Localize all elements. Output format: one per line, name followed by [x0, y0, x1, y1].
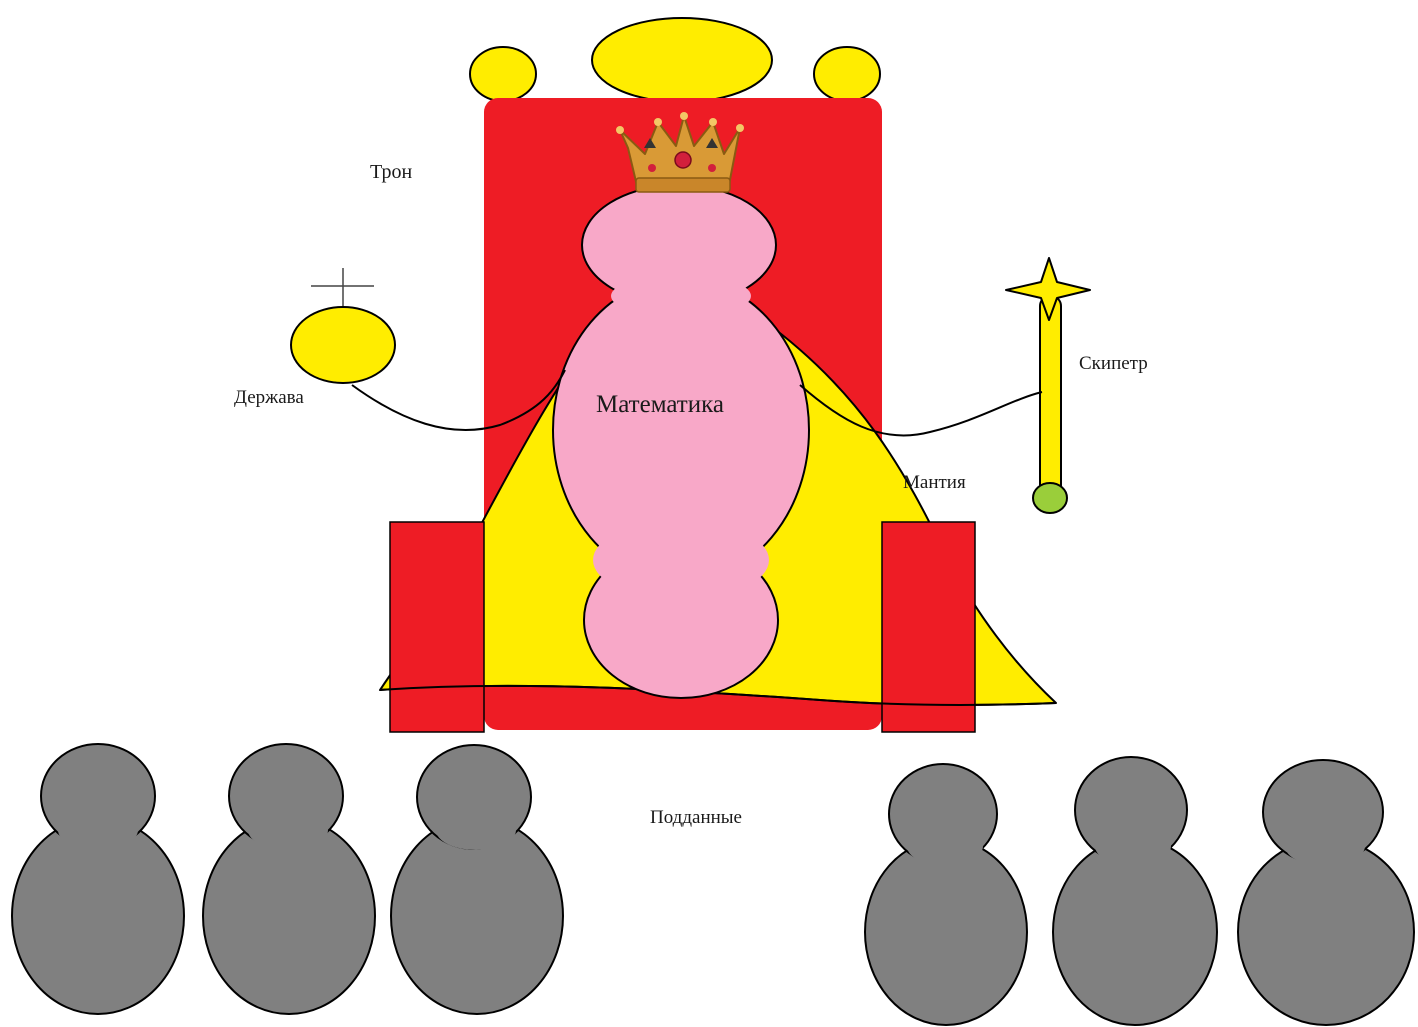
queen-figure [553, 185, 809, 698]
subject-figure [391, 745, 563, 1014]
throne-armrest-left [390, 522, 484, 732]
queen-label: Математика [596, 391, 724, 418]
throne-armrest-right [882, 522, 975, 732]
scepter-tip [1033, 483, 1067, 513]
queen-fill-seam-lower [593, 520, 769, 600]
subject-figure [1238, 760, 1414, 1025]
throne-ornament-center [592, 18, 772, 102]
scepter-staff [1040, 296, 1061, 500]
orb-label: Держава [234, 387, 304, 408]
throne-ornament-left [470, 47, 536, 101]
scepter [1006, 258, 1090, 513]
crown-jewel [675, 152, 691, 168]
orb-sphere [291, 307, 395, 383]
subject-figure [865, 764, 1027, 1025]
throne-ornament-right [814, 47, 880, 101]
scepter-label: Скипетр [1079, 353, 1148, 374]
subject-figure [12, 744, 184, 1014]
subjects-label: Подданные [650, 807, 742, 828]
subject-figure [203, 744, 375, 1014]
orb [291, 268, 395, 383]
mantle-label: Мантия [903, 472, 966, 493]
subject-figure [1053, 757, 1217, 1025]
queen-fill-seam-upper [611, 274, 751, 318]
throne-ornaments [470, 18, 880, 102]
subjects-group [12, 744, 1414, 1025]
star-icon [1006, 258, 1090, 320]
throne-label: Трон [370, 161, 412, 183]
